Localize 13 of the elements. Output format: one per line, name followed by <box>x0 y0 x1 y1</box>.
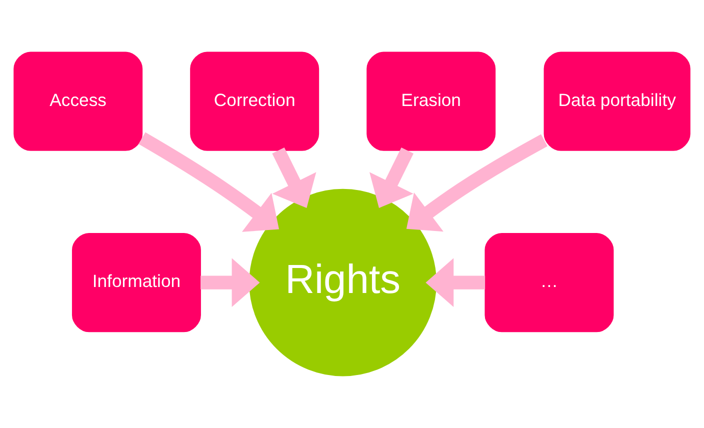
arrow <box>200 258 260 308</box>
node-box: … <box>484 233 614 332</box>
node-box: Correction <box>190 52 320 151</box>
arrow <box>138 132 280 232</box>
node-box: Data portability <box>544 52 690 151</box>
node-box: Access <box>14 52 143 151</box>
arrow <box>426 258 486 308</box>
node-circle: Rights <box>249 188 437 376</box>
arrow <box>406 134 548 232</box>
node-box: Erasion <box>366 52 496 151</box>
arrow <box>272 148 316 208</box>
node-box: Information <box>72 233 201 332</box>
arrow <box>369 148 414 208</box>
